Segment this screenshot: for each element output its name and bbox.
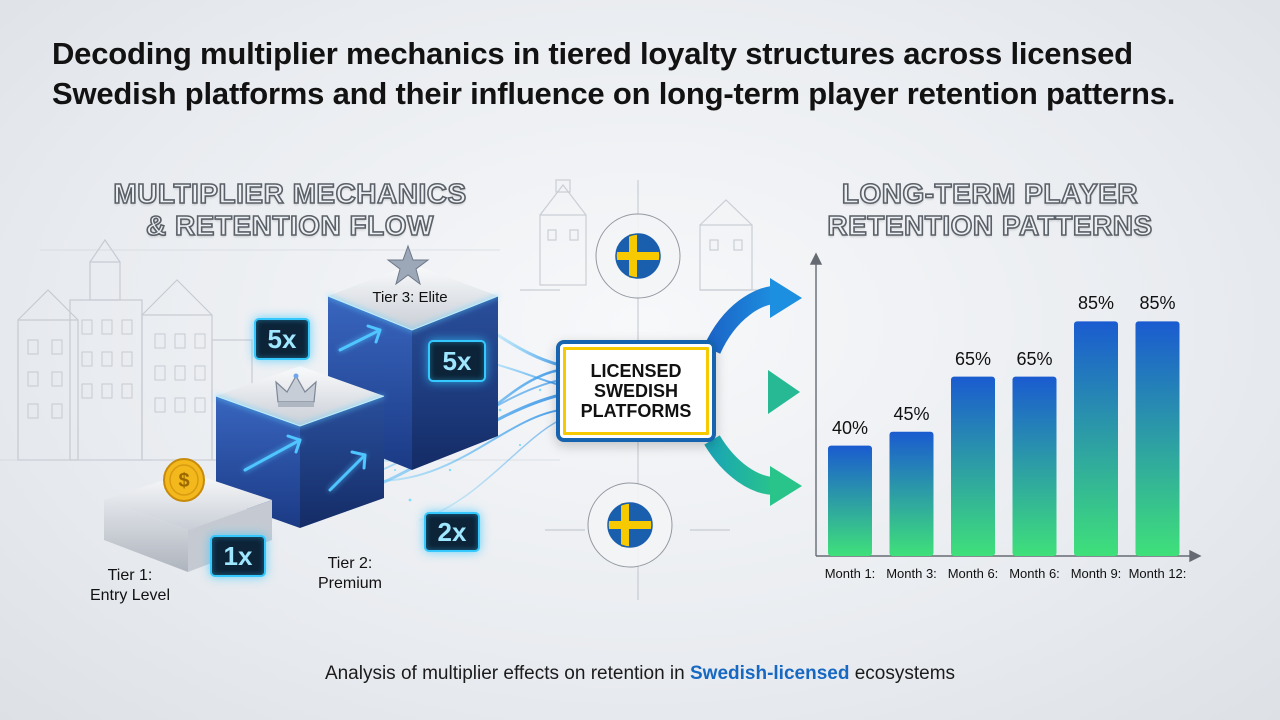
x-tick-label-4: Month 6:	[1009, 566, 1060, 581]
star-icon	[386, 244, 430, 286]
svg-text:$: $	[178, 470, 189, 492]
left-section-heading: MULTIPLIER MECHANICS & RETENTION FLOW	[110, 177, 470, 242]
bar-4	[1012, 376, 1057, 556]
chart-axes	[809, 252, 1202, 563]
bar-value-label-4: 65%	[1016, 348, 1053, 369]
bar-series	[828, 321, 1180, 556]
arrow-head-top	[770, 278, 802, 318]
tier-2-subtitle: Premium	[317, 575, 382, 592]
tier-1-label: Tier 1: Entry Level	[72, 566, 188, 606]
x-tick-label-1: Month 1:	[824, 566, 876, 581]
licensed-swedish-platforms-box: LICENSED SWEDISH PLATFORMS	[556, 340, 716, 442]
tier-1-name: Tier 1:	[107, 567, 153, 584]
right-heading-line2: RETENTION PATTERNS	[827, 209, 1153, 242]
caption-text-before: Analysis of multiplier effects on retent…	[324, 663, 690, 684]
left-heading-line1: MULTIPLIER MECHANICS	[113, 177, 467, 210]
tier-3-label: Tier 3: Elite	[372, 289, 448, 306]
bar-value-label-1: 40%	[831, 417, 869, 438]
licensed-line-1: LICENSED	[590, 361, 682, 381]
bar-5	[1074, 321, 1118, 556]
bar-value-label-6: 85%	[1139, 293, 1176, 314]
x-tick-label-5: Month 9:	[1070, 566, 1122, 581]
spelinspektionen-seal-bottom	[587, 482, 673, 568]
bar-3	[951, 376, 995, 556]
bar-value-label-3: 65%	[954, 348, 992, 369]
tier-2-label: Tier 2: Premium	[292, 554, 408, 594]
multiplier-badge-5x-extra: 5x	[254, 318, 310, 360]
caption-highlight: Swedish-licensed	[690, 663, 850, 684]
arrow-head-bottom	[770, 466, 802, 506]
caption-text-after: ecosystems	[849, 663, 956, 684]
x-axis-arrowhead	[1189, 549, 1202, 563]
coin-icon: $	[163, 458, 205, 502]
multiplier-badge-5x-tier3: 5x	[428, 340, 486, 382]
x-tick-label-6: Month 12:	[1128, 566, 1187, 581]
tier-1-subtitle: Entry Level	[89, 587, 171, 604]
page-title: Decoding multiplier mechanics in tiered …	[52, 36, 1176, 111]
bar-6	[1135, 321, 1180, 556]
footer-caption: Analysis of multiplier effects on retent…	[0, 663, 1280, 685]
x-tick-label-3: Month 6:	[947, 566, 999, 581]
spelinspektionen-seal-top	[595, 213, 681, 299]
multiplier-badge-2x: 2x	[424, 512, 480, 552]
bar-value-label-5: 85%	[1077, 293, 1115, 314]
upgrade-arrow-icons	[243, 324, 382, 492]
arrow-head-middle	[768, 370, 800, 414]
tier-2-name: Tier 2:	[327, 555, 373, 572]
right-heading-line1: LONG-TERM PLAYER	[841, 177, 1139, 210]
multiplier-badge-1x: 1x	[210, 535, 266, 577]
output-arrows	[703, 278, 802, 506]
bar-value-label-2: 45%	[893, 403, 930, 424]
bar-2	[889, 431, 934, 556]
licensed-line-2: SWEDISH	[593, 381, 678, 401]
bar-1	[828, 445, 872, 556]
left-heading-line2: & RETENTION FLOW	[145, 209, 434, 242]
crown-icon	[275, 373, 317, 407]
right-section-heading: LONG-TERM PLAYER RETENTION PATTERNS	[820, 177, 1160, 242]
licensed-line-3: PLATFORMS	[580, 401, 692, 421]
x-tick-label-2: Month 3:	[886, 566, 937, 581]
y-axis-arrowhead	[809, 252, 823, 265]
